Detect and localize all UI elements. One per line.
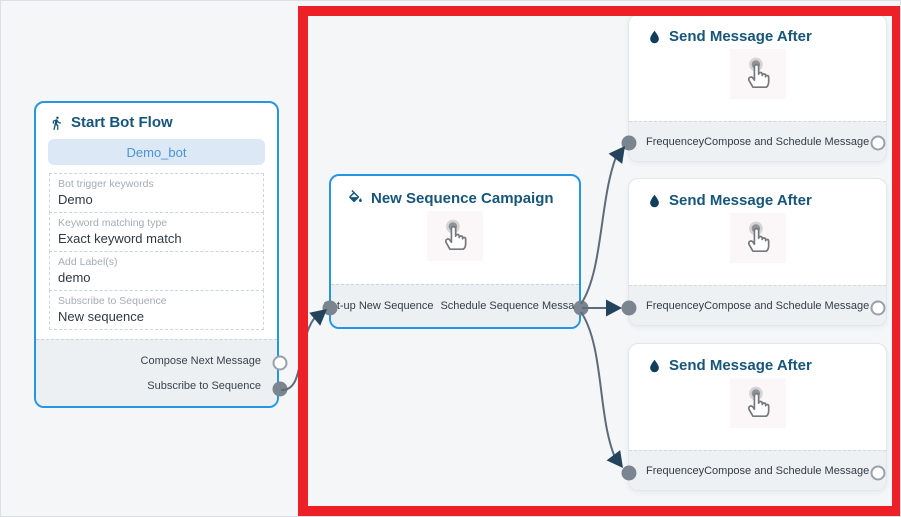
tap-hand-icon (444, 219, 467, 251)
field-value: Demo (58, 192, 93, 207)
field-list: Bot trigger keywords Demo Keyword matchi… (49, 173, 264, 330)
output-label-schedule-sequence-message: Schedule Sequence Message (440, 300, 587, 312)
walking-person-icon (52, 115, 61, 130)
tap-hand-icon[interactable] (729, 213, 786, 263)
node-title: Send Message After (669, 192, 812, 209)
node-output-footer: Compose Next Message Subscribe to Sequen… (36, 339, 277, 406)
port-sequence-campaign-output[interactable] (573, 300, 589, 316)
tap-hand-icon (747, 57, 770, 89)
tap-hand-icon (747, 386, 770, 418)
tap-hand-icon[interactable] (729, 378, 786, 428)
node-send-message-after-2[interactable]: Send Message After Frequencey Compose an… (628, 178, 887, 326)
node-output-footer: Frequencey Compose and Schedule Message (629, 121, 886, 161)
output-label-subscribe-to-sequence: Subscribe to Sequence (147, 380, 261, 392)
field-label: Subscribe to Sequence (58, 295, 167, 307)
node-title: Send Message After (669, 28, 812, 45)
output-label-compose-and-schedule-message: Compose and Schedule Message (704, 464, 870, 477)
tap-hand-icon[interactable] (729, 49, 786, 99)
output-label-compose-and-schedule-message: Compose and Schedule Message (704, 135, 870, 148)
bot-name-button[interactable]: Demo_bot (48, 139, 265, 165)
output-label-setup-new-sequence: Set-up New Sequence (323, 300, 434, 312)
port-sequence-campaign-input[interactable] (322, 300, 338, 316)
node-send-message-after-1[interactable]: Send Message After Frequencey Compose an… (628, 14, 887, 162)
node-title-row: Send Message After (629, 344, 886, 374)
node-output-footer: Frequencey Compose and Schedule Message (629, 285, 886, 325)
node-title: Start Bot Flow (71, 114, 173, 131)
arrowhead-icon (606, 299, 622, 317)
water-drop-icon (650, 359, 659, 372)
port-compose-schedule-3[interactable] (870, 465, 886, 481)
node-title: Send Message After (669, 357, 812, 374)
port-compose-schedule-2[interactable] (870, 300, 886, 316)
edge-sequence-to-msg3 (580, 311, 618, 463)
port-frequencey-2[interactable] (621, 300, 637, 316)
node-new-sequence-campaign[interactable]: New Sequence Campaign Set-up New Sequenc… (323, 174, 587, 329)
field-add-labels[interactable]: Add Label(s) demo (49, 251, 264, 291)
node-title-row: Send Message After (629, 179, 886, 209)
field-keyword-matching-type[interactable]: Keyword matching type Exact keyword matc… (49, 212, 264, 252)
water-drop-icon (650, 194, 659, 207)
node-title-row: Start Bot Flow (36, 103, 277, 136)
field-label: Keyword matching type (58, 217, 168, 229)
field-value: demo (58, 270, 91, 285)
tap-hand-icon (747, 221, 770, 253)
field-value: Exact keyword match (58, 231, 182, 246)
port-compose-next-message[interactable] (272, 355, 288, 371)
field-bot-trigger-keywords[interactable]: Bot trigger keywords Demo (49, 173, 264, 213)
port-compose-schedule-1[interactable] (870, 135, 886, 151)
node-title-row: Send Message After (629, 15, 886, 45)
output-label-frequencey: Frequencey (646, 299, 705, 312)
port-frequencey-1[interactable] (621, 135, 637, 151)
node-start-bot-flow[interactable]: Start Bot Flow Demo_bot Bot trigger keyw… (34, 101, 279, 408)
node-send-message-after-3[interactable]: Send Message After Frequencey Compose an… (628, 343, 887, 491)
water-drop-icon (650, 30, 659, 43)
field-subscribe-to-sequence[interactable]: Subscribe to Sequence New sequence (49, 290, 264, 330)
port-frequencey-3[interactable] (621, 465, 637, 481)
node-title-row: New Sequence Campaign (331, 176, 579, 207)
port-subscribe-to-sequence[interactable] (272, 381, 288, 397)
output-label-frequencey: Frequencey (646, 135, 705, 148)
field-label: Add Label(s) (58, 256, 118, 268)
field-value: New sequence (58, 309, 144, 324)
output-label-compose-and-schedule-message: Compose and Schedule Message (704, 299, 870, 312)
edge-start-to-sequence (280, 313, 319, 392)
field-label: Bot trigger keywords (58, 178, 154, 190)
output-label-compose-next-message: Compose Next Message (140, 355, 261, 367)
output-label-frequencey: Frequencey (646, 464, 705, 477)
node-title: New Sequence Campaign (371, 190, 554, 207)
paint-bucket-icon (349, 190, 362, 203)
node-output-footer: Set-up New Sequence Schedule Sequence Me… (323, 284, 587, 327)
node-output-footer: Frequencey Compose and Schedule Message (629, 450, 886, 490)
tap-hand-icon[interactable] (427, 211, 483, 261)
edge-sequence-to-msg1 (580, 151, 619, 305)
